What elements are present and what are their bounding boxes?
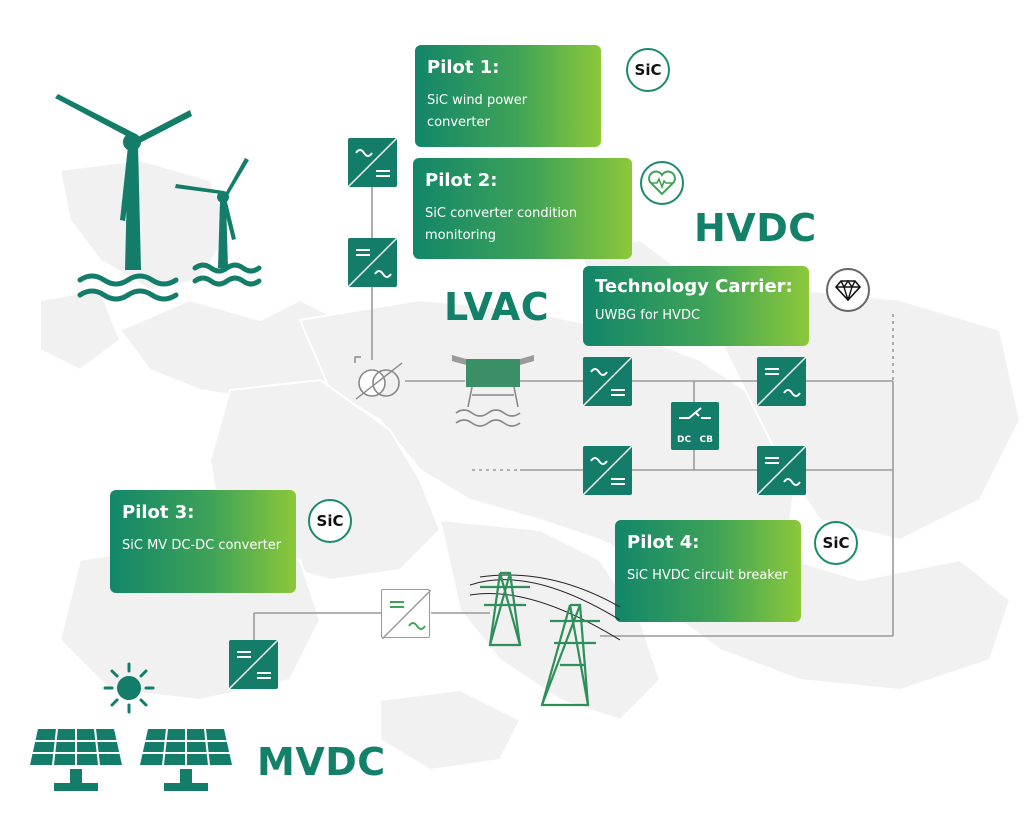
pilot-3-sic-badge: SiC [308, 499, 352, 543]
dccb-label-dc: DC [677, 435, 692, 445]
pilot-4-sic-badge: SiC [814, 521, 858, 565]
pilot-1-description: SiC wind power converter [427, 93, 528, 130]
pilot-4-card: Pilot 4: SiC HVDC circuit breaker [615, 520, 801, 622]
diamond-icon [826, 268, 870, 312]
pilot-3-card: Pilot 3: SiC MV DC-DC converter [110, 490, 296, 593]
converter-icon [381, 589, 431, 639]
converter-icon [583, 446, 632, 495]
converter-icon [583, 357, 632, 406]
converter-icon [229, 640, 278, 689]
pilot-3-title: Pilot 3: [122, 502, 195, 523]
solar-panel-icon [30, 728, 232, 791]
pilot-3-description: SiC MV DC-DC converter [122, 538, 282, 553]
transformer-icon [354, 356, 403, 400]
technology-carrier-card: Technology Carrier: UWBG for HVDC [583, 266, 809, 346]
pilot-4-title: Pilot 4: [627, 532, 700, 553]
lvac-label: LVAC [444, 285, 550, 329]
converter-icon [757, 446, 806, 495]
pilot-4-description: SiC HVDC circuit breaker [627, 568, 788, 583]
heart-monitor-icon [640, 161, 684, 205]
mvdc-label: MVDC [257, 740, 386, 784]
converter-icon [757, 357, 806, 406]
wind-turbine-icon [55, 94, 262, 302]
converter-icon [348, 238, 397, 287]
pilot-1-sic-badge: SiC [626, 48, 670, 92]
converter-icon [348, 138, 397, 187]
pilot-1-title: Pilot 1: [427, 57, 500, 78]
pilot-1-card: Pilot 1: SiC wind power converter [415, 45, 601, 147]
dc-circuit-breaker-icon: DC CB [671, 402, 719, 450]
hvdc-label: HVDC [694, 206, 817, 250]
pilot-2-description: SiC converter condition monitoring [425, 206, 578, 243]
technology-carrier-description: UWBG for HVDC [595, 308, 701, 323]
offshore-platform-icon [452, 355, 534, 427]
sun-icon [103, 662, 155, 714]
technology-carrier-title: Technology Carrier: [595, 276, 793, 297]
pilot-2-card: Pilot 2: SiC converter condition monitor… [413, 158, 632, 259]
pilot-2-title: Pilot 2: [425, 170, 498, 191]
transmission-tower-icon [470, 571, 621, 707]
dccb-label-cb: CB [699, 435, 713, 445]
